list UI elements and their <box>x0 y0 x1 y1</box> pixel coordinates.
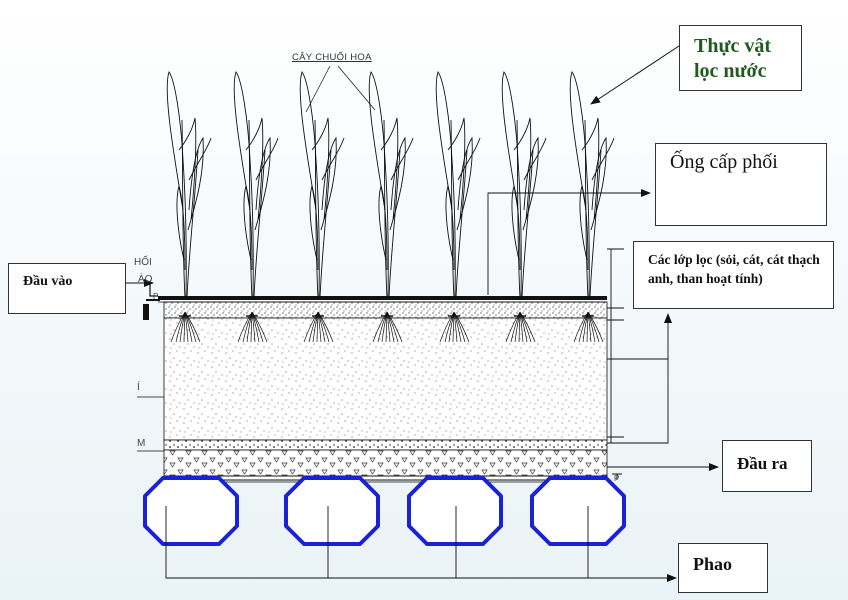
float-leader <box>165 506 677 582</box>
plant-2 <box>233 71 279 343</box>
filter-base-plate <box>163 475 608 481</box>
plant-name-leader-1 <box>305 65 331 113</box>
layer-coarse-sand <box>163 439 608 451</box>
plant-name-leader-2 <box>337 65 376 111</box>
plant-6 <box>501 71 547 343</box>
float-3 <box>407 476 503 546</box>
cut-text-1: HỐI <box>134 257 152 268</box>
plants-group <box>166 71 615 343</box>
float-label: Phao <box>693 554 733 574</box>
outlet-label: Đầu ra <box>737 454 788 473</box>
distribution-pipe-box: Ống cấp phối <box>655 143 827 226</box>
right-leaders <box>607 248 719 471</box>
float-2 <box>284 476 380 546</box>
filter-layers-box: Các lớp lọc (sỏi, cát, cát thạch anh, th… <box>633 241 834 309</box>
plant-name-label: CÂY CHUỐI HOA <box>292 52 372 63</box>
plant-leader <box>590 43 683 105</box>
distribution-pipe-label: Ống cấp phối <box>670 151 778 173</box>
float-4 <box>530 476 626 546</box>
inlet-box: Đầu vào <box>8 263 126 314</box>
cut-text-4: M <box>137 438 146 449</box>
plant-3 <box>299 71 345 343</box>
outlet-box: Đầu ra <box>722 440 812 492</box>
float-1 <box>143 476 239 546</box>
plant-4 <box>368 71 414 343</box>
floats-group <box>143 476 626 546</box>
cut-text-3: Í <box>137 382 140 393</box>
inlet-marker-label: P <box>153 292 159 301</box>
cut-text-2: ÀO <box>138 274 153 285</box>
plant-7 <box>569 71 615 343</box>
pipe-leader <box>487 189 651 295</box>
left-ticks <box>137 396 164 452</box>
layer-sand <box>163 317 608 441</box>
filter-layers-label: Các lớp lọc (sỏi, cát, cát thạch anh, th… <box>648 252 820 286</box>
layer-gravel <box>163 449 608 477</box>
plant-5 <box>435 71 481 343</box>
inlet-label: Đầu vào <box>23 274 73 289</box>
filter-body <box>158 296 608 483</box>
aquatic-plants-label: Thực vật lọc nước <box>694 35 772 82</box>
distribution-pipe <box>158 296 607 300</box>
outlet-marker <box>612 473 622 480</box>
float-box: Phao <box>678 543 768 593</box>
plant-1 <box>166 71 212 343</box>
aquatic-plants-box: Thực vật lọc nước <box>679 25 802 91</box>
outlet-marker-label: P <box>614 474 620 483</box>
